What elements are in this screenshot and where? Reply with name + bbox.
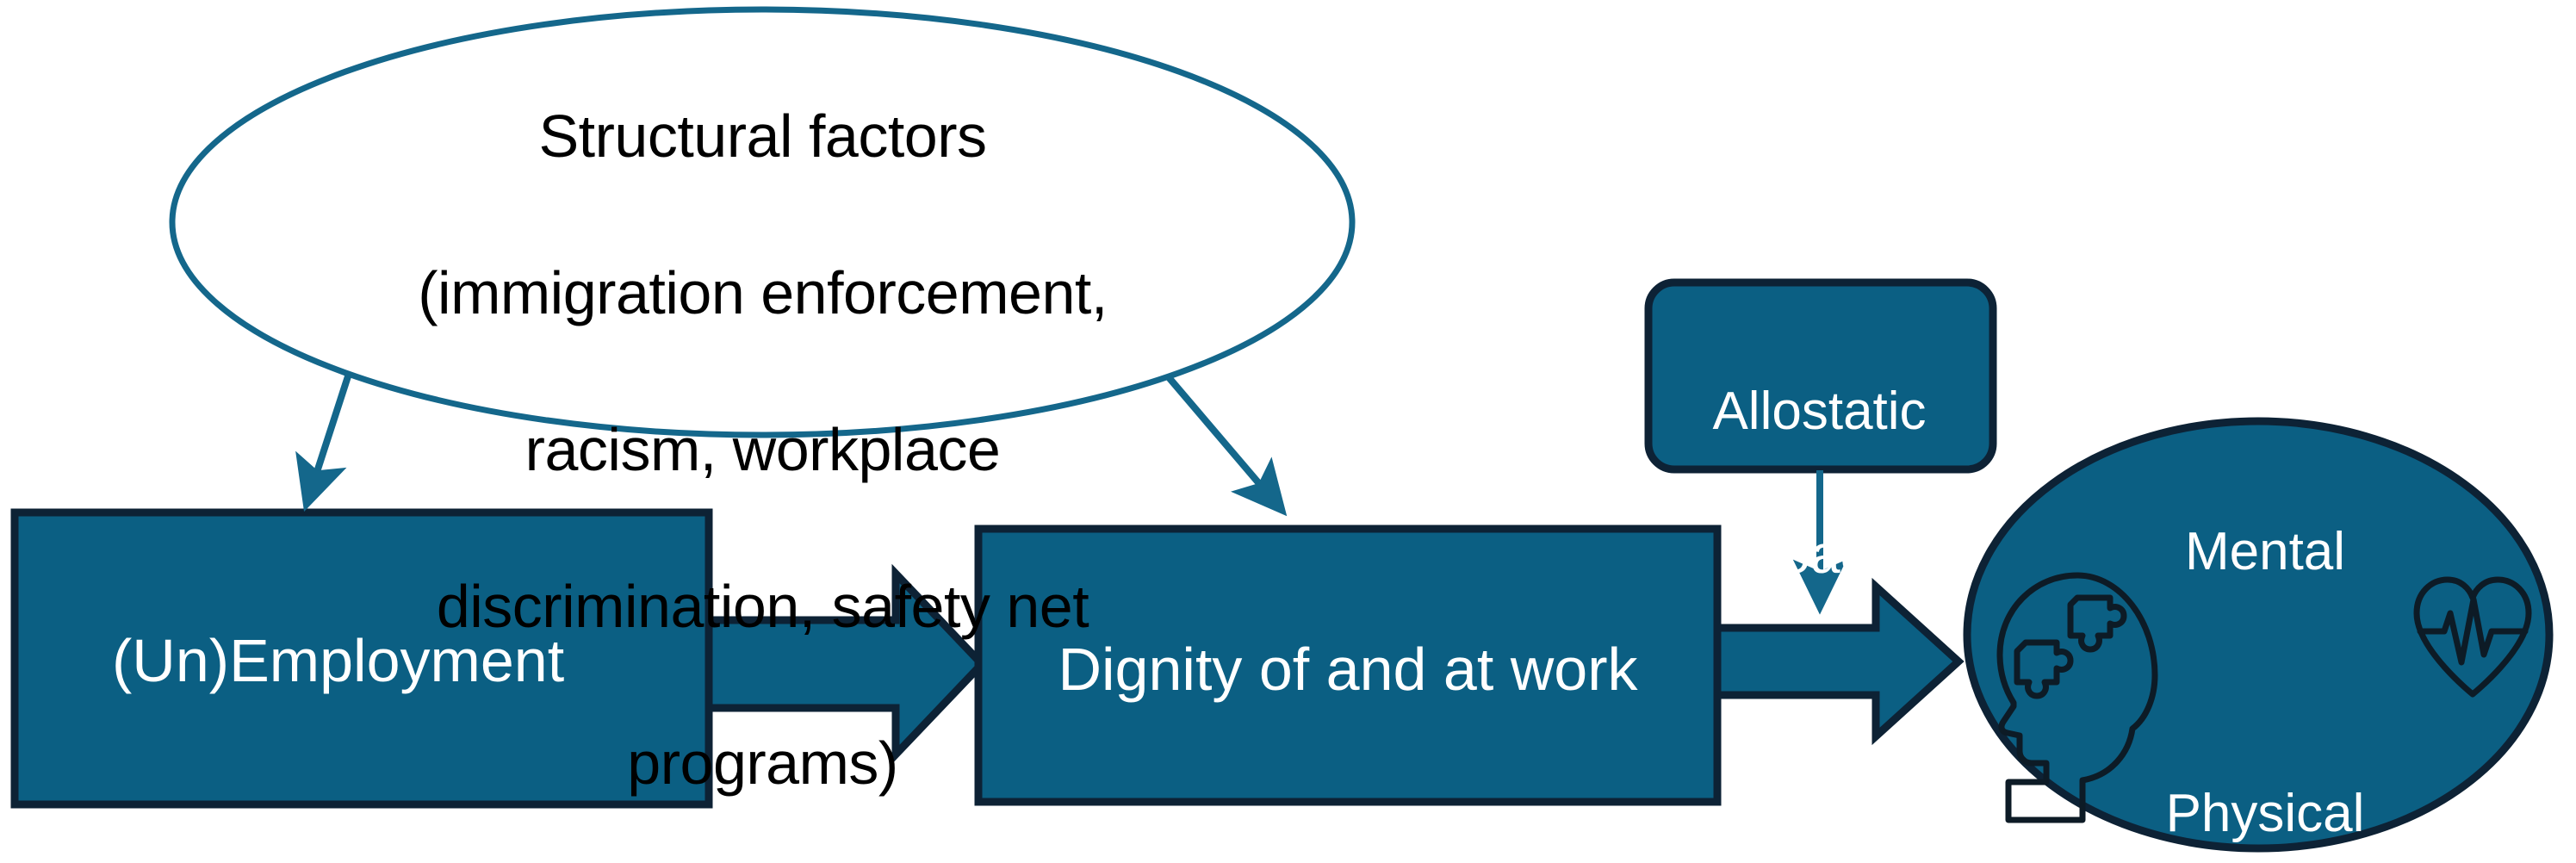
health-ellipse[interactable] bbox=[1963, 417, 2554, 853]
unemployment-box[interactable] bbox=[10, 508, 713, 809]
head-puzzle-icon bbox=[1996, 572, 2158, 823]
connector-structural-to-dignity bbox=[1164, 374, 1288, 517]
dignity-box[interactable] bbox=[974, 525, 1722, 806]
allostatic-load-box[interactable] bbox=[1644, 278, 1997, 474]
heart-pulse-icon bbox=[2413, 576, 2532, 698]
block-arrow-unemployment-to-dignity[interactable] bbox=[705, 563, 988, 765]
connector-structural-to-unemployment bbox=[295, 375, 351, 512]
block-arrow-dignity-to-health[interactable] bbox=[1713, 577, 1965, 746]
structural-factors-ellipse[interactable] bbox=[169, 6, 1356, 438]
